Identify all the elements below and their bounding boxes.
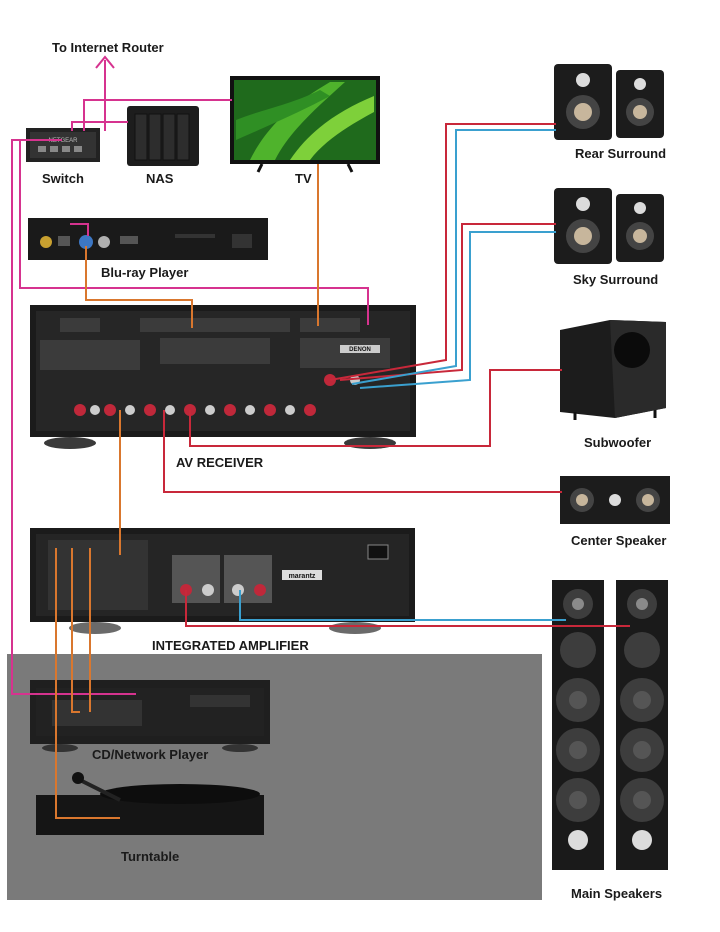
sky-surround-label: Sky Surround — [573, 272, 659, 287]
cable-bluray-receiver — [85, 246, 193, 328]
cable-main-red — [185, 590, 630, 627]
cable-switch-nas — [71, 121, 128, 131]
cable-bluray-network — [70, 223, 89, 236]
cable-switch-tv — [83, 99, 232, 131]
tv-label: TV — [295, 171, 312, 186]
turntable-device — [36, 772, 264, 835]
rear-surround-speakers — [554, 64, 664, 140]
cable-rear-blue — [351, 129, 556, 385]
cable-sub-red — [189, 369, 562, 447]
cable-main-blue — [239, 590, 566, 621]
nas-device — [127, 106, 199, 166]
integrated-amp-label: INTEGRATED AMPLIFIER — [152, 638, 309, 653]
bluray-label: Blu-ray Player — [101, 265, 189, 280]
switch-brand-text: NETGEAR — [48, 138, 78, 144]
subwoofer-label: Subwoofer — [584, 435, 652, 450]
amp-brand-text: marantz — [289, 573, 316, 580]
cable-rear-red — [329, 123, 556, 381]
receiver-brand-text: DENON — [349, 347, 371, 353]
center-speaker — [560, 476, 670, 524]
bluray-device — [28, 218, 268, 260]
center-speaker-label: Center Speaker — [571, 533, 667, 548]
network-switch: NETGEAR — [26, 128, 100, 162]
router-label: To Internet Router — [52, 40, 164, 55]
cable-switch-cd — [11, 139, 136, 695]
cd-player-device — [30, 680, 270, 752]
cable-center-red — [163, 410, 562, 493]
nas-label: NAS — [146, 171, 174, 186]
cable-amp-cd-a — [71, 548, 80, 713]
cd-player-label: CD/Network Player — [92, 747, 209, 762]
turntable-label: Turntable — [121, 849, 180, 864]
tv-device — [230, 76, 380, 173]
av-receiver-label: AV RECEIVER — [176, 455, 264, 470]
rear-surround-label: Rear Surround — [575, 146, 667, 161]
subwoofer — [560, 320, 666, 420]
cable-amp-turntable — [55, 548, 120, 819]
integrated-amp-device: marantz — [30, 528, 415, 634]
switch-label: Switch — [42, 171, 84, 186]
main-speakers — [552, 580, 668, 870]
av-receiver-device: DENON — [30, 305, 416, 449]
sky-surround-speakers — [554, 188, 664, 264]
cable-sky-blue — [359, 231, 556, 389]
main-speakers-label: Main Speakers — [571, 886, 663, 901]
router-arrow-icon — [95, 55, 115, 69]
